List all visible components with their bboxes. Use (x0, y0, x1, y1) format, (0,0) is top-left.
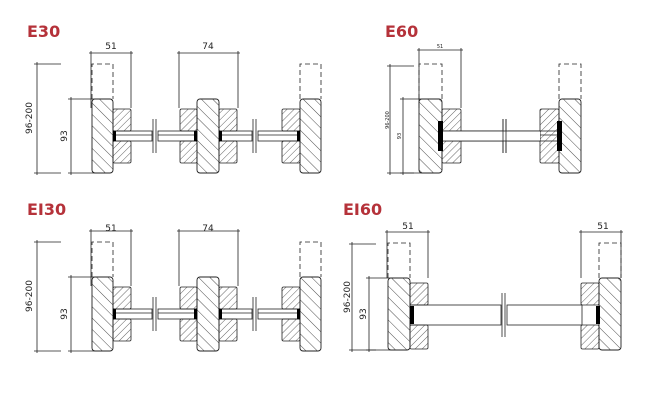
dim-width-post: 51 (105, 42, 116, 52)
glazing-bead (409, 282, 429, 306)
gasket (297, 131, 300, 141)
glass-pane (506, 304, 583, 326)
post-section (598, 277, 622, 351)
glass-pane (257, 308, 301, 320)
dim-height-total: 96-200 (25, 280, 35, 312)
post-section (196, 98, 220, 174)
dimension-line (68, 97, 95, 175)
panel-title-e30: E30 (27, 22, 60, 41)
gasket (219, 309, 222, 319)
post-section (196, 276, 220, 352)
gasket (194, 309, 197, 319)
post-extension-dashed (598, 242, 622, 278)
post-section (299, 98, 322, 174)
glazing-bead (218, 108, 238, 132)
dimension-line (177, 51, 240, 108)
glass-pane (112, 308, 153, 320)
dimension-line (366, 276, 393, 352)
dim-height-post: 93 (359, 308, 369, 319)
gasket (297, 309, 300, 319)
panel-title-ei30: EI30 (27, 200, 66, 219)
gasket (410, 306, 414, 324)
glass-pane (218, 130, 253, 142)
glazing-bead (179, 318, 198, 342)
glazing-bead (281, 286, 301, 310)
glazing-bead (218, 286, 238, 310)
dimension-line (34, 240, 61, 353)
glass-pane (157, 308, 198, 320)
glass-pane (157, 130, 198, 142)
glazing-bead (112, 286, 132, 310)
gasket (194, 131, 197, 141)
dimension-line (89, 229, 133, 286)
dim-height-total: 96-200 (25, 102, 35, 134)
glazing-bead (112, 318, 132, 342)
gasket (438, 121, 443, 151)
dim-width-post-left: 51 (402, 222, 413, 232)
gasket (557, 121, 562, 151)
post-section (558, 98, 582, 174)
glazing-bead (281, 318, 301, 342)
dim-width-post: 51 (437, 44, 443, 50)
glazing-bead (179, 140, 198, 164)
dim-width-post: 51 (105, 224, 116, 234)
post-extension-dashed (558, 63, 582, 99)
dim-width-post-right: 51 (597, 222, 608, 232)
post-section (91, 276, 114, 352)
gasket (219, 131, 222, 141)
glazing-bead (281, 140, 301, 164)
glass-pane (257, 130, 301, 142)
glazing-bead (218, 318, 238, 342)
post-section (91, 98, 114, 174)
glazing-bead (539, 108, 560, 164)
panel-title-e60: E60 (385, 22, 418, 41)
post-extension-dashed (91, 63, 114, 99)
post-section (299, 276, 322, 352)
glass-pane (461, 131, 540, 141)
glazing-bead (112, 140, 132, 164)
dim-height-total: 96-200 (343, 281, 353, 313)
post-extension-dashed (299, 241, 322, 277)
glazing-bead (112, 108, 132, 132)
dim-height-post: 93 (60, 130, 70, 141)
glazing-bead (409, 324, 429, 350)
dimension-line (349, 242, 376, 352)
glazing-bead (179, 108, 198, 132)
dim-width-center: 74 (202, 42, 214, 52)
glazing-bead (580, 324, 600, 350)
dim-height-post: 93 (397, 133, 403, 139)
break-line (502, 119, 507, 153)
dimension-line (89, 51, 133, 108)
gasket (113, 131, 116, 141)
glazing-bead (580, 282, 600, 306)
dim-width-center: 74 (202, 224, 214, 234)
panel-title-ei60: EI60 (343, 200, 382, 219)
glazing-bead (179, 286, 198, 310)
post-section (387, 277, 411, 351)
glazing-bead (281, 108, 301, 132)
gasket (596, 306, 600, 324)
dimension-line (385, 230, 430, 278)
glass-pane (218, 308, 253, 320)
post-extension-dashed (387, 242, 411, 278)
post-extension-dashed (91, 241, 114, 277)
dim-height-post: 93 (60, 308, 70, 319)
dim-height-total: 96-200 (385, 111, 391, 129)
post-extension-dashed (299, 63, 322, 99)
dimension-line (68, 275, 95, 353)
glass-pane (409, 304, 502, 326)
post-extension-dashed (418, 63, 443, 99)
dimension-line (177, 229, 240, 286)
dimension-line (387, 64, 414, 175)
gasket (113, 309, 116, 319)
glass-pane (112, 130, 153, 142)
dimension-line (579, 230, 623, 278)
dimension-line (34, 62, 61, 175)
glazing-bead (218, 140, 238, 164)
